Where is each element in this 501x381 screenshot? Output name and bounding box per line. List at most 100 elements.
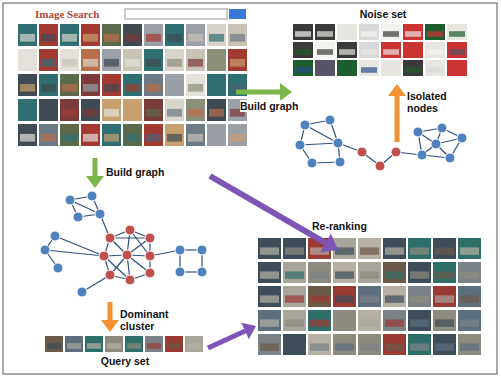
graph-node — [105, 270, 115, 280]
thumbnail-detail — [83, 134, 98, 142]
thumbnail — [408, 286, 431, 307]
thumbnail — [165, 99, 184, 121]
thumbnail — [145, 336, 163, 352]
thumbnail-detail — [410, 319, 429, 326]
thumbnail-detail — [460, 271, 479, 278]
thumbnail-detail — [104, 34, 119, 42]
graph-node — [335, 157, 345, 167]
thumbnail — [308, 262, 331, 283]
thumbnail-detail — [427, 31, 443, 37]
thumbnail — [283, 238, 306, 259]
flow-arrow — [93, 158, 98, 176]
graph-node — [417, 150, 427, 160]
thumbnail-detail — [339, 67, 355, 73]
thumbnail-detail — [260, 271, 279, 278]
thumbnail — [258, 334, 281, 355]
thumbnail-detail — [104, 59, 119, 67]
thumbnail-detail — [435, 319, 454, 326]
thumbnail — [315, 24, 335, 40]
thumbnail-detail — [209, 109, 224, 117]
graph-node — [431, 139, 441, 149]
step-label: Dominant cluster — [120, 308, 180, 332]
thumbnail-detail — [167, 109, 182, 117]
step-label: Re-ranking — [312, 220, 367, 232]
thumbnail-detail — [146, 34, 161, 42]
thumbnail — [207, 24, 226, 46]
thumbnail-detail — [383, 67, 399, 73]
thumbnail-detail — [230, 34, 245, 42]
thumbnail — [283, 334, 306, 355]
graph-node — [307, 158, 317, 168]
graph-node — [105, 233, 115, 243]
thumbnail-detail — [335, 247, 354, 254]
thumbnail-detail — [187, 343, 201, 349]
image-group: Noise set — [290, 5, 476, 81]
thumbnail-detail — [104, 84, 119, 92]
thumbnail-detail — [335, 295, 354, 302]
thumbnails — [18, 24, 481, 355]
thumbnail — [39, 99, 58, 121]
thumbnail-detail — [410, 343, 429, 350]
thumbnail-detail — [41, 134, 56, 142]
thumbnail — [81, 24, 100, 46]
graph-node — [300, 120, 310, 130]
thumbnail-detail — [427, 49, 443, 55]
thumbnail-detail — [127, 343, 141, 349]
thumbnail — [102, 49, 121, 71]
thumbnail — [403, 42, 423, 58]
thumbnail-detail — [385, 271, 404, 278]
thumbnail — [207, 74, 226, 96]
thumbnail — [408, 334, 431, 355]
thumbnail-detail — [167, 84, 182, 92]
thumbnail — [39, 24, 58, 46]
thumbnail — [60, 124, 79, 146]
thumbnail — [123, 24, 142, 46]
thumbnail — [337, 42, 357, 58]
graph-node — [437, 123, 447, 133]
graph-node — [87, 191, 97, 201]
thumbnail-detail — [167, 59, 182, 67]
thumbnail-detail — [383, 49, 399, 55]
thumbnail-detail — [146, 134, 161, 142]
arrow-head — [280, 83, 292, 101]
thumbnail — [123, 49, 142, 71]
thumbnail — [381, 42, 401, 58]
thumbnail-detail — [41, 59, 56, 67]
thumbnail — [293, 42, 313, 58]
thumbnail — [60, 74, 79, 96]
thumbnail-detail — [260, 247, 279, 254]
thumbnail-detail — [285, 271, 304, 278]
flow-arrow — [395, 96, 400, 142]
graph-node — [445, 153, 455, 163]
thumbnail — [333, 262, 356, 283]
graph-node — [40, 245, 50, 255]
arrow-head — [388, 84, 406, 96]
thumbnail — [165, 124, 184, 146]
thumbnail-detail — [209, 59, 224, 67]
thumbnail-detail — [41, 34, 56, 42]
flow-arrow — [210, 176, 326, 243]
arrow-head — [241, 323, 256, 339]
thumbnail-detail — [360, 271, 379, 278]
thumbnail — [358, 286, 381, 307]
thumbnail-detail — [435, 343, 454, 350]
thumbnail — [39, 124, 58, 146]
thumbnail-detail — [20, 34, 35, 42]
thumbnail-detail — [360, 295, 379, 302]
thumbnail — [60, 99, 79, 121]
arrows — [86, 83, 406, 348]
arrow-head — [320, 233, 338, 252]
thumbnail — [383, 262, 406, 283]
thumbnail-detail — [167, 343, 181, 349]
graph-node — [175, 267, 185, 277]
thumbnail — [283, 286, 306, 307]
graph-node — [122, 250, 132, 260]
thumbnail — [458, 310, 481, 331]
thumbnail-detail — [146, 109, 161, 117]
thumbnail — [18, 24, 37, 46]
thumbnail — [165, 74, 184, 96]
thumbnail — [186, 74, 205, 96]
thumbnail-detail — [47, 343, 61, 349]
logo-text: Image Search — [35, 8, 253, 21]
thumbnail-detail — [460, 343, 479, 350]
